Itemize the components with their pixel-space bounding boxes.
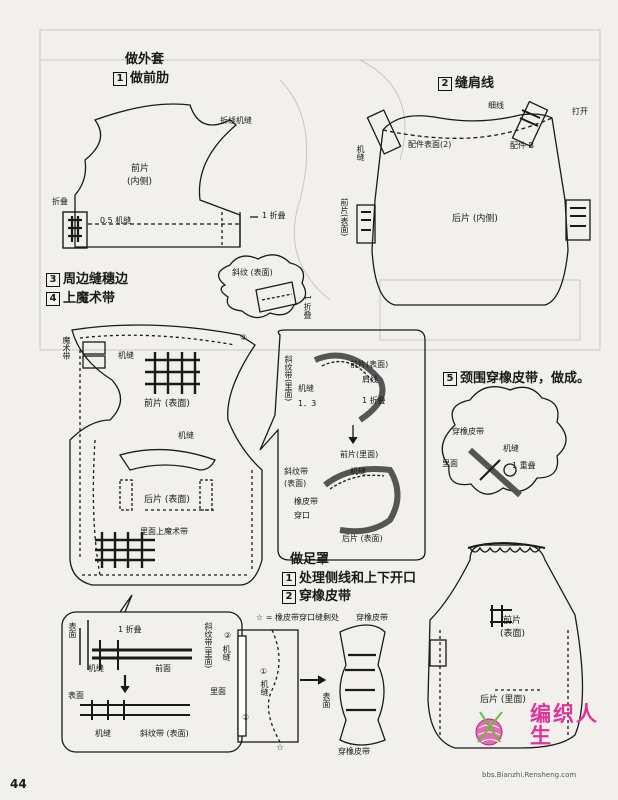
inset1-front-surface: 前片(表面) bbox=[350, 360, 389, 369]
foot-note: ☆ = 橡皮带穿口缝剩处 bbox=[256, 613, 339, 622]
inset1-threading: 穿口 bbox=[294, 511, 310, 520]
coat-outline bbox=[69, 324, 263, 586]
inset1-bias-surface-a: 斜纹带 bbox=[284, 467, 308, 476]
fig5-machine-seam: 机缝 bbox=[503, 444, 519, 453]
fig3-back-surface: 后片 (表面) bbox=[144, 495, 190, 505]
fig5-elastic: 穿橡皮带 bbox=[452, 427, 484, 436]
fig2-back-inside: 后片 (内侧) bbox=[452, 214, 498, 224]
step3-label: 周边缝穗边 bbox=[63, 272, 129, 287]
inset2-bias-inside: 斜纹带(里面) bbox=[204, 622, 213, 669]
inset2-surface: 表面 bbox=[68, 622, 77, 638]
step2-number: 2 bbox=[438, 77, 452, 91]
fig3-bias-surface: 斜纹 (表面) bbox=[232, 268, 273, 277]
inset1-fold-1: 1 折叠 bbox=[362, 396, 386, 405]
foot-circ-2: ② bbox=[224, 631, 232, 640]
foot-step2-label: 穿橡皮带 bbox=[299, 589, 352, 604]
fig1-fold: 折叠 bbox=[52, 197, 68, 206]
fig1-inside: (内侧) bbox=[127, 177, 153, 187]
foot-machine-seam: 机缝 bbox=[222, 645, 231, 661]
fig1-front-piece: 前片 bbox=[131, 164, 150, 174]
foot-elastic-label: 穿橡皮带 bbox=[356, 613, 388, 622]
fig5-front-piece: 前片 bbox=[503, 616, 522, 626]
step3-number: 3 bbox=[46, 273, 60, 287]
inset1-elastic: 橡皮带 bbox=[294, 497, 318, 506]
foot-step1-label: 处理侧线和上下开口 bbox=[299, 571, 417, 586]
foot-surface: 表面 bbox=[322, 692, 331, 708]
fig3-circ-2: ② bbox=[240, 333, 248, 342]
page-number: 44 bbox=[10, 777, 27, 791]
foot-back-side: 里面 bbox=[210, 687, 226, 696]
foot-circ-2b: ② bbox=[242, 713, 250, 722]
foot-step2-number: 2 bbox=[282, 590, 296, 604]
fig3-fold-1: 1 折叠 bbox=[303, 295, 312, 319]
fig2-machine-seam: 机缝 bbox=[356, 145, 365, 161]
fig3-machine-seam: 机缝 bbox=[118, 351, 134, 360]
inset-callout bbox=[259, 329, 426, 561]
inset2-fold-1: 1 折叠 bbox=[118, 625, 142, 634]
foot-elastic-label-2: 穿橡皮带 bbox=[338, 747, 370, 756]
inset1-bias-surface-b: (表面) bbox=[284, 479, 307, 488]
fig2-open: 打开 bbox=[572, 107, 588, 116]
site-url: bbs.Bianzhi.Rensheng.com bbox=[482, 771, 577, 779]
inset2-machine-seam: 机缝 bbox=[88, 664, 104, 673]
fig5-overlap: 1 重叠 bbox=[512, 461, 536, 470]
bubble-collar bbox=[441, 386, 567, 495]
fig1-line-stitch: 折线机缝 bbox=[220, 116, 252, 125]
foot-machine-seam-2: 机缝 bbox=[260, 680, 269, 696]
step5-number: 5 bbox=[443, 372, 457, 386]
foot-title: 做足罩 bbox=[290, 552, 330, 567]
bubble-bias bbox=[218, 254, 307, 319]
fig2-part-surface: 配件表面(2) bbox=[408, 140, 452, 149]
inset1-machine-seam: 机缝 bbox=[298, 384, 314, 393]
front-piece-outline bbox=[74, 103, 241, 248]
inset1-bias-inside: 斜纹带(里面) bbox=[284, 355, 293, 402]
inset1-back-surface: 后片 (表面) bbox=[342, 534, 383, 543]
fig3-machine-seam-2: 机缝 bbox=[178, 431, 194, 440]
fig5-back-inside: 后片 (里面) bbox=[480, 695, 526, 705]
step1-number: 1 bbox=[113, 72, 127, 86]
foot-cover-tube bbox=[339, 624, 386, 746]
fig1-fold-1: 1 折叠 bbox=[262, 211, 286, 220]
step4-label: 上魔术带 bbox=[63, 291, 116, 306]
inset1-shoulder: 肩线 bbox=[362, 375, 378, 384]
inset2-bias-surface: 斜纹带 (表面) bbox=[140, 729, 189, 738]
site-logo-text: 编织人生 bbox=[530, 702, 599, 748]
inset1-ratio: 1．3 bbox=[298, 399, 317, 408]
fig2-part-b: 配件 B bbox=[510, 141, 535, 150]
foot-circ-1: ① bbox=[260, 667, 268, 676]
fig5-front-surface: (表面) bbox=[500, 629, 526, 639]
step2-label: 缝肩线 bbox=[455, 76, 495, 91]
fig1-seam: 0.5 机缝 bbox=[100, 216, 132, 225]
inset1-machine-seam-2: 机缝 bbox=[350, 467, 366, 476]
foot-star: ☆ bbox=[276, 743, 285, 753]
fig3-front-surface: 前片 (表面) bbox=[144, 399, 190, 409]
fig3-velcro: 魔术带 bbox=[62, 336, 71, 360]
inset2-machine-seam-2: 机缝 bbox=[95, 729, 111, 738]
fig2-front-surface: 前片(表面) bbox=[340, 198, 349, 237]
step5-label: 颈围穿橡皮带，做成。 bbox=[460, 371, 591, 386]
fig2-thin-line: 细线 bbox=[488, 101, 504, 110]
site-logo: 编织人生 bbox=[530, 703, 618, 747]
foot-step1-number: 1 bbox=[282, 572, 296, 586]
inset2-surface-2: 表面 bbox=[68, 691, 84, 700]
step4-number: 4 bbox=[46, 292, 60, 306]
outer-title: 做外套 bbox=[125, 52, 165, 67]
inset2-front: 前面 bbox=[155, 664, 171, 673]
fig5-front: 里面 bbox=[442, 459, 458, 468]
fig3-inner-velcro: 里面上魔术带 bbox=[140, 527, 188, 536]
inset1-front-inside: 前片(里面) bbox=[340, 450, 379, 459]
step1-label: 做前肋 bbox=[130, 71, 170, 86]
